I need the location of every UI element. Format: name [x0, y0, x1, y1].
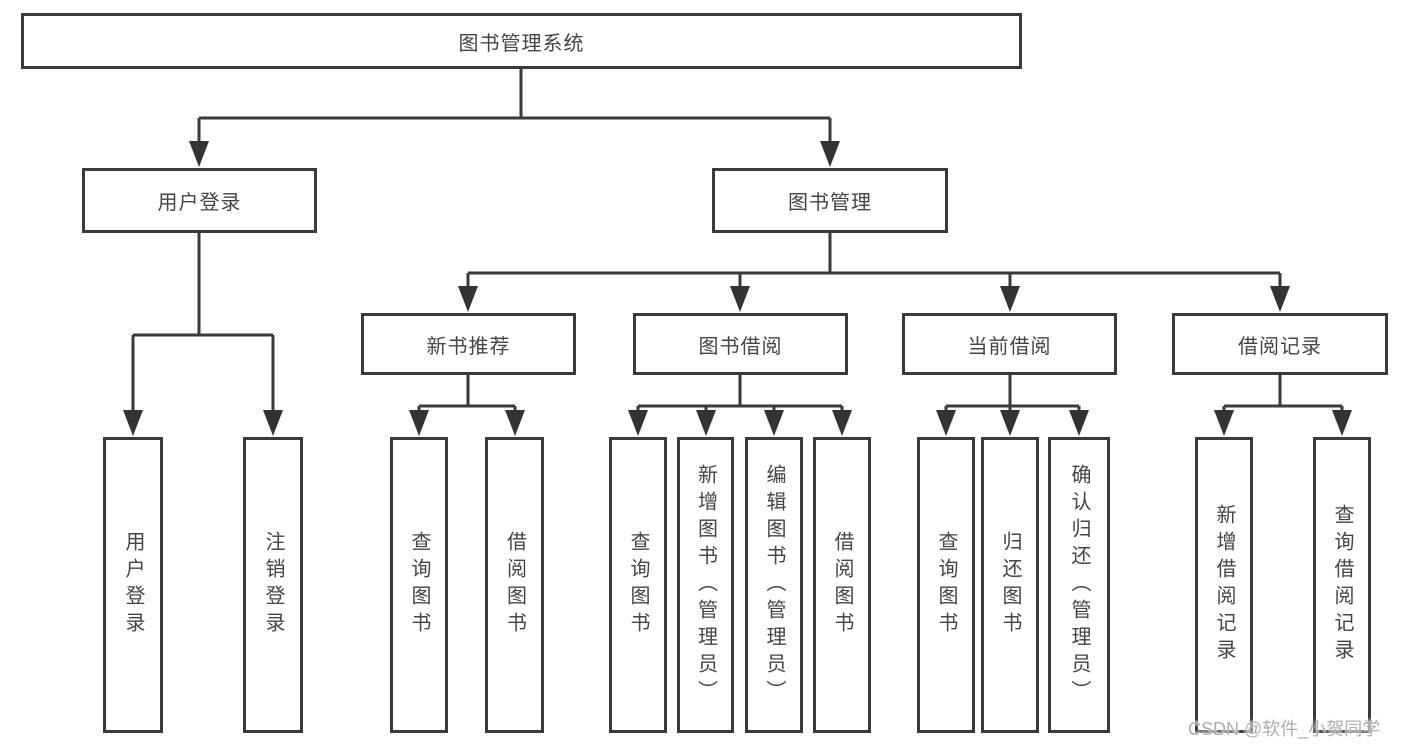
node-new-book-rec-label: 新书推荐 [426, 335, 511, 358]
leaf-borrow-book-1: 借阅图书 [485, 437, 544, 733]
leaf-add-book-admin: 新增图书（管理员） [677, 437, 734, 733]
node-current-borrow-label: 当前借阅 [967, 335, 1052, 358]
leaf-confirm-return-admin: 确认归还（管理员） [1048, 437, 1110, 733]
node-new-book-rec: 新书推荐 [361, 313, 576, 375]
leaf-confirm-return-admin-label: 确认归还（管理员） [1068, 463, 1090, 707]
connector-book-mgmt-children [466, 233, 1282, 291]
leaf-query-book-1: 查询图书 [390, 437, 448, 733]
leaf-query-book-3-label: 查询图书 [935, 531, 957, 639]
leaf-borrow-book-2-label: 借阅图书 [831, 531, 853, 639]
connector-user-login-children [131, 233, 275, 415]
leaf-query-book-2-label: 查询图书 [627, 531, 649, 639]
connector-borrow-records-children [1222, 375, 1344, 415]
connector-root-to-level2 [197, 69, 832, 146]
node-root-system: 图书管理系统 [21, 13, 1022, 69]
leaf-query-book-3: 查询图书 [917, 437, 975, 733]
node-user-login-label: 用户登录 [157, 192, 242, 214]
node-book-mgmt: 图书管理 [712, 168, 948, 233]
leaf-borrow-book-2: 借阅图书 [813, 437, 871, 733]
node-book-borrow-label: 图书借阅 [698, 335, 783, 358]
connector-book-borrow-children [636, 375, 844, 415]
leaf-user-login: 用户登录 [103, 437, 163, 733]
connector-current-borrow-children [944, 375, 1081, 415]
node-book-borrow: 图书借阅 [633, 313, 848, 375]
arrowheads [123, 141, 1352, 436]
leaf-add-borrow-record-label: 新增借阅记录 [1213, 504, 1235, 666]
leaf-add-book-admin-label: 新增图书（管理员） [694, 463, 717, 707]
node-user-login: 用户登录 [82, 168, 317, 233]
leaf-borrow-book-1-label: 借阅图书 [503, 531, 526, 639]
leaf-logout: 注销登录 [243, 437, 303, 733]
csdn-watermark: CSDN @软件_小贺同学 [1188, 719, 1381, 739]
connector-new-book-children [417, 375, 517, 415]
node-borrow-records: 借阅记录 [1172, 313, 1388, 375]
leaf-query-borrow-record-label: 查询借阅记录 [1331, 504, 1353, 666]
node-current-borrow: 当前借阅 [902, 313, 1117, 375]
leaf-edit-book-admin-label: 编辑图书（管理员） [763, 463, 785, 707]
leaf-query-book-1-label: 查询图书 [408, 531, 430, 639]
leaf-query-borrow-record: 查询借阅记录 [1313, 437, 1371, 733]
leaf-add-borrow-record: 新增借阅记录 [1195, 437, 1253, 733]
node-root-label: 图书管理系统 [458, 32, 585, 55]
leaf-return-book: 归还图书 [981, 437, 1039, 733]
leaf-query-book-2: 查询图书 [609, 437, 667, 733]
leaf-user-login-label: 用户登录 [122, 531, 144, 639]
node-book-mgmt-label: 图书管理 [788, 192, 872, 214]
leaf-return-book-label: 归还图书 [999, 531, 1021, 639]
leaf-logout-label: 注销登录 [262, 531, 284, 639]
node-borrow-records-label: 借阅记录 [1238, 335, 1322, 358]
leaf-edit-book-admin: 编辑图书（管理员） [745, 437, 803, 733]
